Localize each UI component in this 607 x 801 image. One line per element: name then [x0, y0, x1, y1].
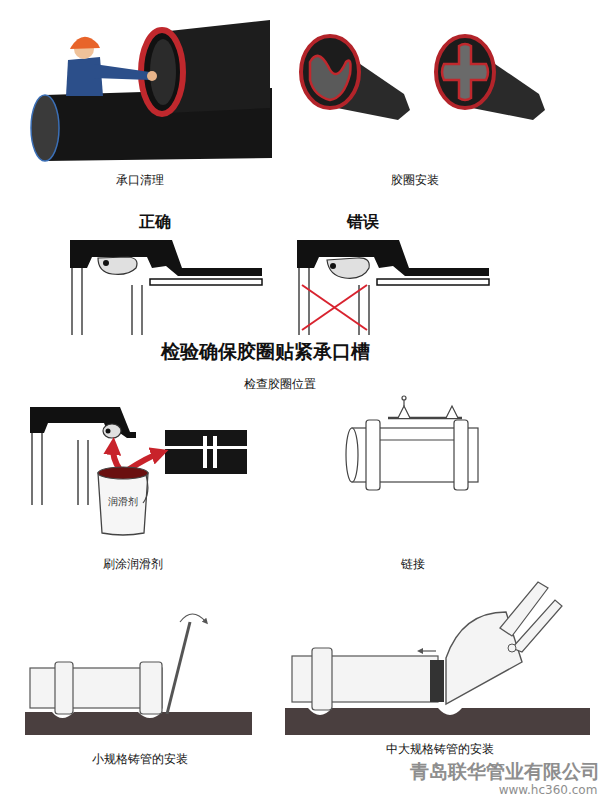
large-pipe-figure	[285, 582, 590, 735]
small-pipe-figure-part	[140, 662, 162, 714]
socket-cleaning-figure-part	[94, 64, 150, 80]
lubricant-figure-part	[77, 440, 79, 505]
lubricant-figure-part	[113, 446, 120, 470]
watermark: 青岛联华管业有限公司	[410, 760, 600, 783]
wrong-section	[297, 240, 489, 335]
correct-section-part	[70, 240, 262, 276]
step-caption: 胶圈安装	[391, 173, 439, 187]
lubricant-figure-part	[41, 433, 43, 505]
gasket-install-figure	[301, 36, 545, 120]
lubricant-figure-part	[106, 429, 111, 434]
joining-figure	[346, 396, 478, 490]
joining-figure-part	[454, 420, 468, 490]
gasket-install-figure-part	[310, 56, 351, 100]
lubricant-figure-part	[165, 430, 247, 474]
wrong-section-part	[377, 279, 489, 285]
wrong-section-part	[302, 285, 367, 330]
lubricant-figure-part	[213, 436, 217, 468]
joining-figure-part	[403, 400, 404, 406]
small-pipe-figure-part	[25, 712, 252, 735]
large-pipe-figure-part	[508, 644, 516, 652]
gasket-install-figure-part	[301, 36, 359, 108]
step-caption: 中大规格铸管的安装	[386, 742, 494, 756]
joining-figure-part	[398, 406, 410, 418]
joining-figure-part	[366, 420, 380, 490]
step-caption: 检查胶圈位置	[244, 377, 316, 391]
check-heading: 正确	[139, 212, 171, 231]
joining-figure-part	[402, 396, 406, 400]
small-pipe-figure-part	[167, 622, 190, 714]
wrong-section-part	[298, 268, 300, 335]
small-pipe-figure-part	[55, 662, 73, 714]
wrong-section-part	[297, 240, 489, 276]
socket-cleaning-figure-part	[147, 71, 157, 81]
large-pipe-figure-part	[285, 708, 590, 735]
correct-section-part	[81, 268, 83, 335]
wrong-section-part	[302, 285, 367, 330]
bucket-handle	[143, 475, 148, 503]
lubricant-bucket: 润滑剂	[95, 463, 151, 537]
wrong-section-part	[358, 285, 360, 335]
wrong-section-part	[368, 285, 370, 335]
joining-figure-part	[380, 439, 454, 440]
lubricant-figure-part	[103, 424, 121, 438]
wrong-section-part	[330, 263, 336, 269]
socket-cleaning-figure-part	[31, 95, 59, 161]
step-caption: 链接	[401, 557, 425, 571]
small-pipe-figure-part	[180, 614, 206, 622]
joining-figure-part	[446, 406, 458, 418]
bucket-label: 润滑剂	[95, 496, 151, 508]
large-pipe-figure-part	[420, 650, 436, 651]
bucket-rim	[98, 467, 148, 479]
lubricant-figure-part	[203, 436, 207, 468]
lubricant-figure-part	[87, 440, 89, 505]
watermark: www.hc360.com	[499, 783, 598, 797]
check-heading: 错误	[347, 212, 379, 231]
socket-cleaning-figure	[31, 20, 272, 161]
correct-section-part	[103, 260, 109, 266]
lubricant-figure-part	[30, 407, 136, 438]
large-pipe-figure-part	[512, 600, 562, 652]
correct-section-part	[71, 268, 73, 335]
socket-cleaning-figure-part	[70, 37, 100, 49]
gasket-install-figure-part	[436, 36, 494, 108]
check-note: 检验确保胶圈贴紧承口槽	[161, 341, 370, 364]
large-pipe-figure-part	[312, 648, 332, 710]
correct-section-part	[131, 285, 133, 335]
correct-section-part	[98, 257, 137, 274]
joining-figure-part	[346, 428, 358, 482]
small-pipe-figure	[25, 614, 252, 735]
large-pipe-figure-part	[430, 660, 444, 702]
gasket-install-figure-part	[442, 44, 488, 100]
correct-section-part	[141, 285, 143, 335]
step-caption: 承口清理	[116, 173, 164, 187]
step-caption: 刷涂润滑剂	[103, 557, 163, 571]
correct-section-part	[150, 279, 262, 285]
step-caption: 小规格铸管的安装	[92, 752, 188, 766]
correct-section	[70, 240, 262, 335]
wrong-section-part	[327, 258, 369, 278]
lubricant-figure-part	[31, 433, 33, 505]
